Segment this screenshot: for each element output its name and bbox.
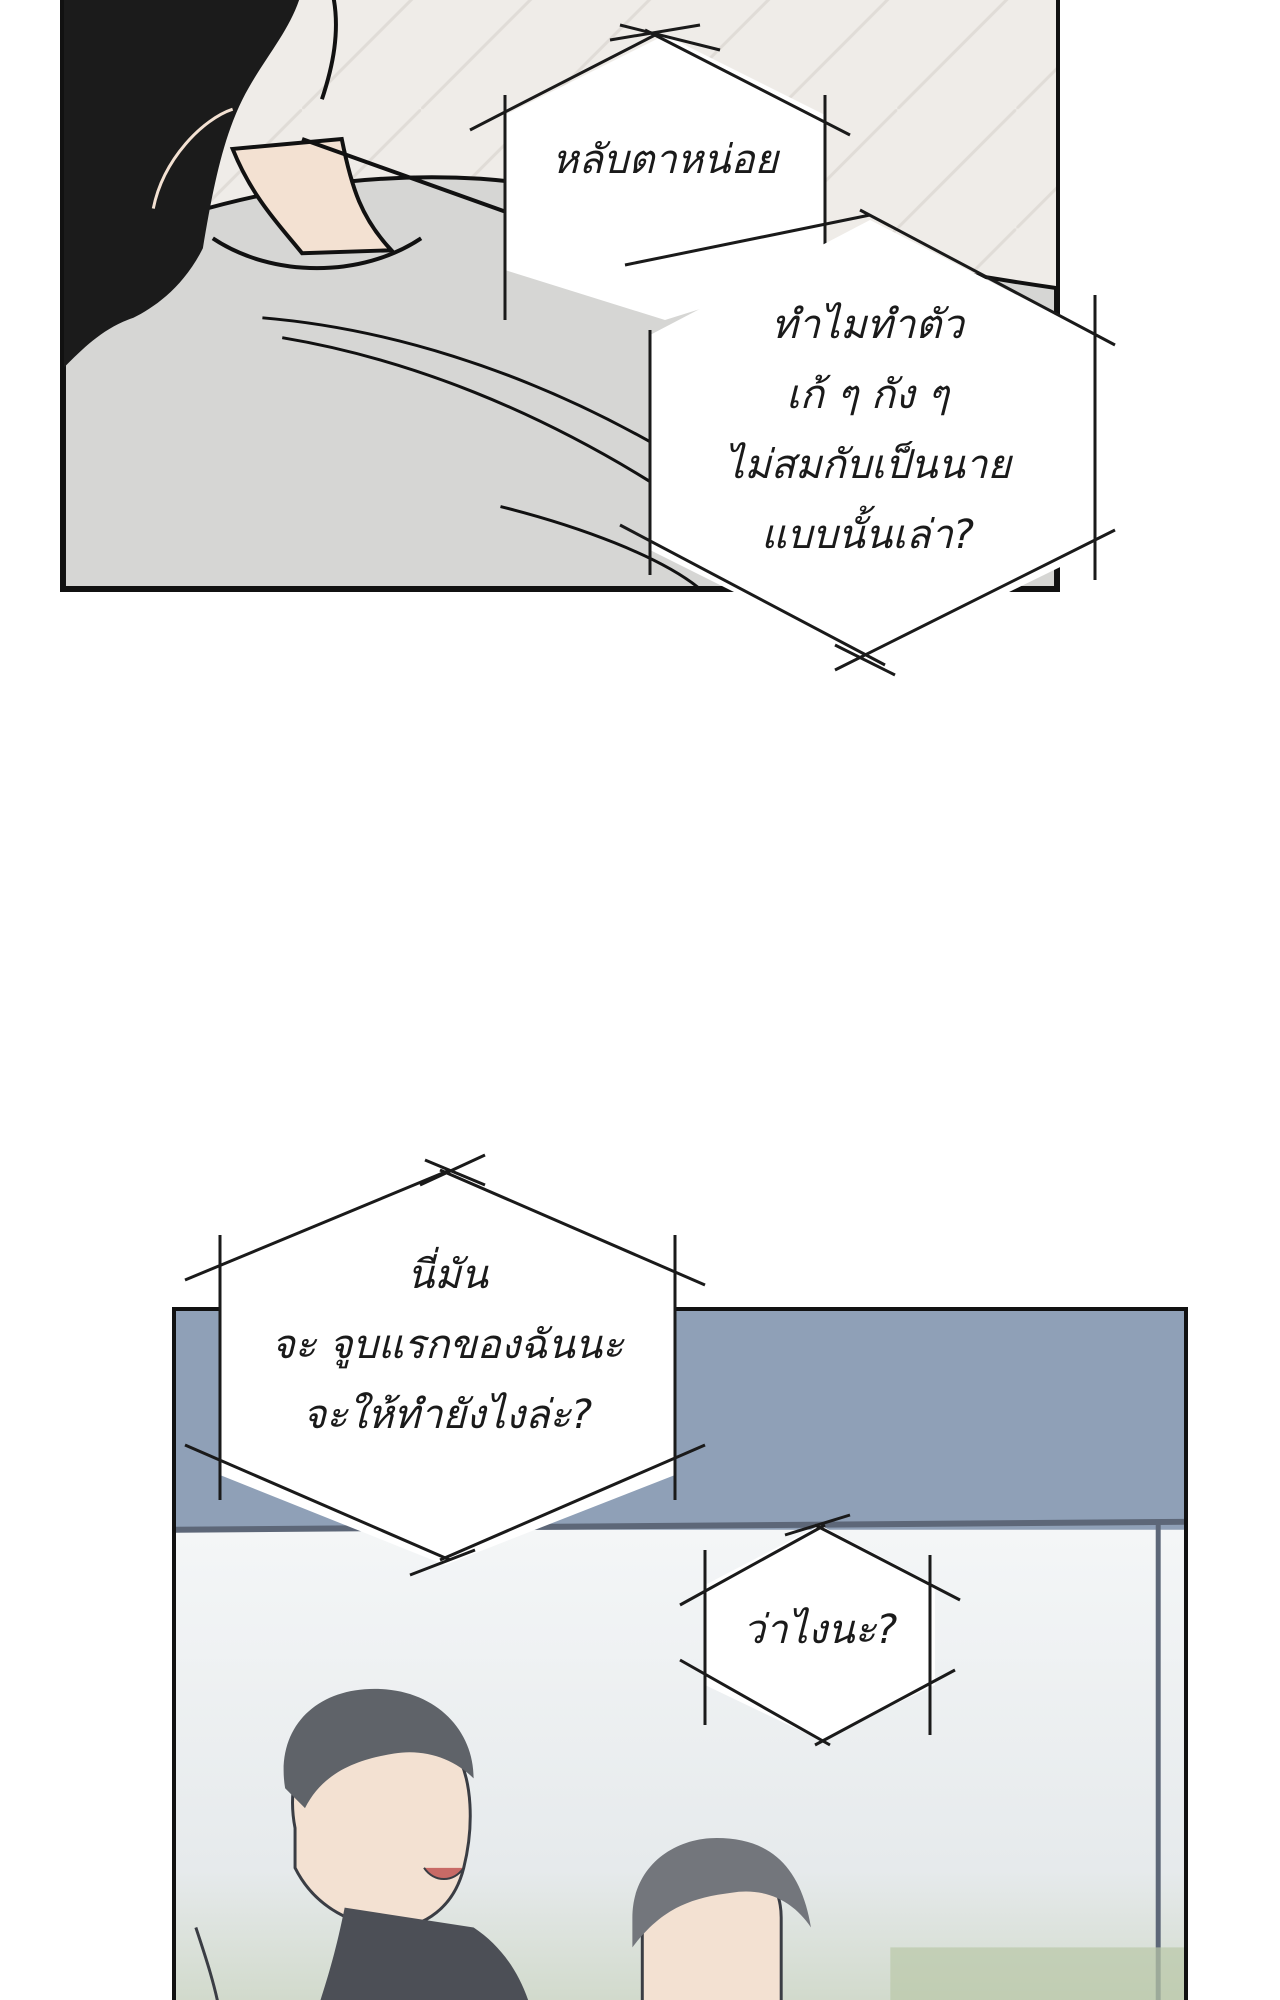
bubble-text-first-kiss: นี่มัน จะ จูบแรกของฉันนะ จะให้ทำยังไงล่ะ… — [185, 1135, 710, 1555]
speech-bubble-close-eyes: หลับตาหน่อย — [469, 20, 860, 320]
hexagon-bubble-outline — [619, 208, 1116, 677]
bubble-line: จะให้ทำยังไงล่ะ? — [302, 1392, 593, 1438]
speech-bubble-first-kiss: นี่มัน จะ จูบแรกของฉันนะ จะให้ทำยังไงล่ะ… — [184, 1153, 710, 1577]
bubble-text-what-was-that: ว่าไงนะ? — [675, 1510, 965, 1750]
hexagon-bubble-outline — [679, 1513, 961, 1747]
bubble-line: แบบนั้นเล่า? — [760, 512, 975, 558]
bubble-line: ไม่สมกับเป็นนาย — [724, 442, 1011, 488]
speech-bubble-why-awkward: ทำไมทำตัว เก้ ๆ กัง ๆ ไม่สมกับเป็นนาย แบ… — [615, 205, 1120, 677]
hexagon-bubble-outline — [184, 1153, 706, 1577]
bubble-line: นี่มัน — [406, 1252, 489, 1298]
bubble-line: ว่าไงนะ? — [742, 1607, 898, 1653]
bubble-line: ทำไมทำตัว — [771, 302, 964, 348]
speech-bubble-what-was-that: ว่าไงนะ? — [675, 1510, 965, 1750]
bubble-text-why-awkward: ทำไมทำตัว เก้ ๆ กัง ๆ ไม่สมกับเป็นนาย แบ… — [615, 195, 1120, 665]
bubble-line: เก้ ๆ กัง ๆ — [786, 372, 949, 418]
bubble-text-close-eyes: หลับตาหน่อย — [470, 10, 860, 310]
bubble-line: จะ จูบแรกของฉันนะ — [271, 1322, 624, 1368]
hexagon-bubble-outline — [469, 23, 851, 320]
bubble-line: หลับตาหน่อย — [552, 137, 778, 183]
